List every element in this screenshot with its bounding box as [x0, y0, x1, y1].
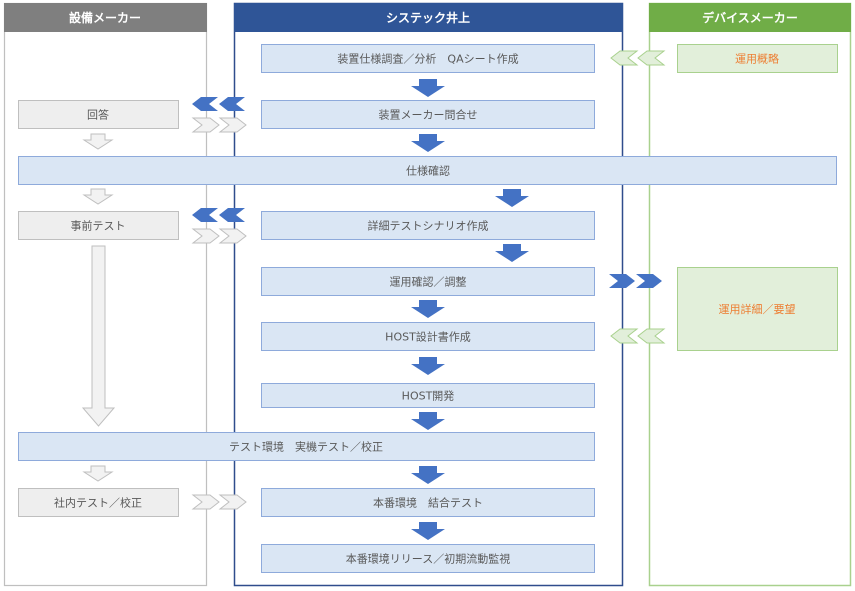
chevron-right-icon [609, 274, 635, 288]
label-operation-overview: 運用概略 [735, 52, 779, 66]
label-internal-test: 社内テスト／校正 [54, 496, 142, 510]
down-arrow [411, 134, 445, 152]
header-device-maker-label: デバイスメーカー [702, 10, 798, 25]
header-system-tech-label: システック井上 [386, 10, 470, 25]
box-pre-test [18, 211, 179, 240]
box-ops-detail [677, 267, 838, 351]
chevron-left-icon [219, 208, 245, 222]
box-prod-test [261, 488, 595, 517]
chevron-left-icon [637, 50, 666, 66]
down-arrow [411, 412, 445, 430]
chevron-right-icon [191, 117, 220, 133]
chevron-right-icon [191, 494, 220, 510]
down-arrow [411, 522, 445, 540]
down-arrow [82, 465, 114, 482]
down-arrow [495, 189, 529, 207]
label-survey: 装置仕様調査／分析 QAシート作成 [337, 52, 518, 66]
box-survey [261, 44, 595, 73]
box-spec-confirm [18, 156, 837, 185]
label-ops-detail: 運用詳細／要望 [719, 302, 796, 316]
label-ops-confirm: 運用確認／調整 [390, 275, 467, 289]
box-inquiry [261, 100, 595, 129]
header-system-tech [234, 3, 623, 32]
header-equipment-maker [4, 3, 207, 32]
chevron-right-icon [636, 274, 662, 288]
box-test-env [18, 432, 595, 461]
down-arrow [411, 466, 445, 484]
label-inquiry: 装置メーカー問合せ [379, 108, 478, 122]
box-operation-overview [677, 44, 838, 73]
chevron-left-icon [219, 97, 245, 111]
box-release [261, 544, 595, 573]
down-arrow [411, 79, 445, 97]
box-host-design [261, 322, 595, 351]
header-device-maker [649, 3, 851, 32]
label-prod-test: 本番環境 結合テスト [373, 496, 483, 510]
long-down-arrow [81, 245, 116, 427]
label-spec-confirm: 仕様確認 [406, 164, 450, 178]
chevron-right-icon [218, 494, 247, 510]
label-host-design: HOST設計書作成 [385, 330, 471, 344]
header-equipment-maker-label: 設備メーカー [69, 10, 141, 25]
down-arrow [411, 357, 445, 375]
down-arrow [495, 244, 529, 262]
box-scenario [261, 211, 595, 240]
chevron-right-icon [218, 228, 247, 244]
chevron-left-icon [637, 328, 666, 344]
label-test-env: テスト環境 実機テスト／校正 [229, 440, 383, 454]
box-host-dev [261, 383, 595, 408]
label-release: 本番環境リリース／初期流動監視 [346, 552, 510, 566]
box-internal-test [18, 488, 179, 517]
chevron-left-icon [192, 97, 218, 111]
label-answer: 回答 [87, 108, 109, 122]
box-ops-confirm [261, 267, 595, 296]
chevron-right-icon [191, 228, 220, 244]
down-arrow [82, 133, 114, 150]
box-answer [18, 100, 179, 129]
label-pre-test: 事前テスト [71, 219, 126, 233]
chevron-left-icon [610, 328, 639, 344]
label-scenario: 詳細テストシナリオ作成 [368, 219, 489, 233]
chevron-left-icon [192, 208, 218, 222]
label-host-dev: HOST開発 [402, 389, 455, 403]
down-arrow [411, 300, 445, 318]
down-arrow [82, 188, 114, 205]
chevron-right-icon [218, 117, 247, 133]
chevron-left-icon [610, 50, 639, 66]
